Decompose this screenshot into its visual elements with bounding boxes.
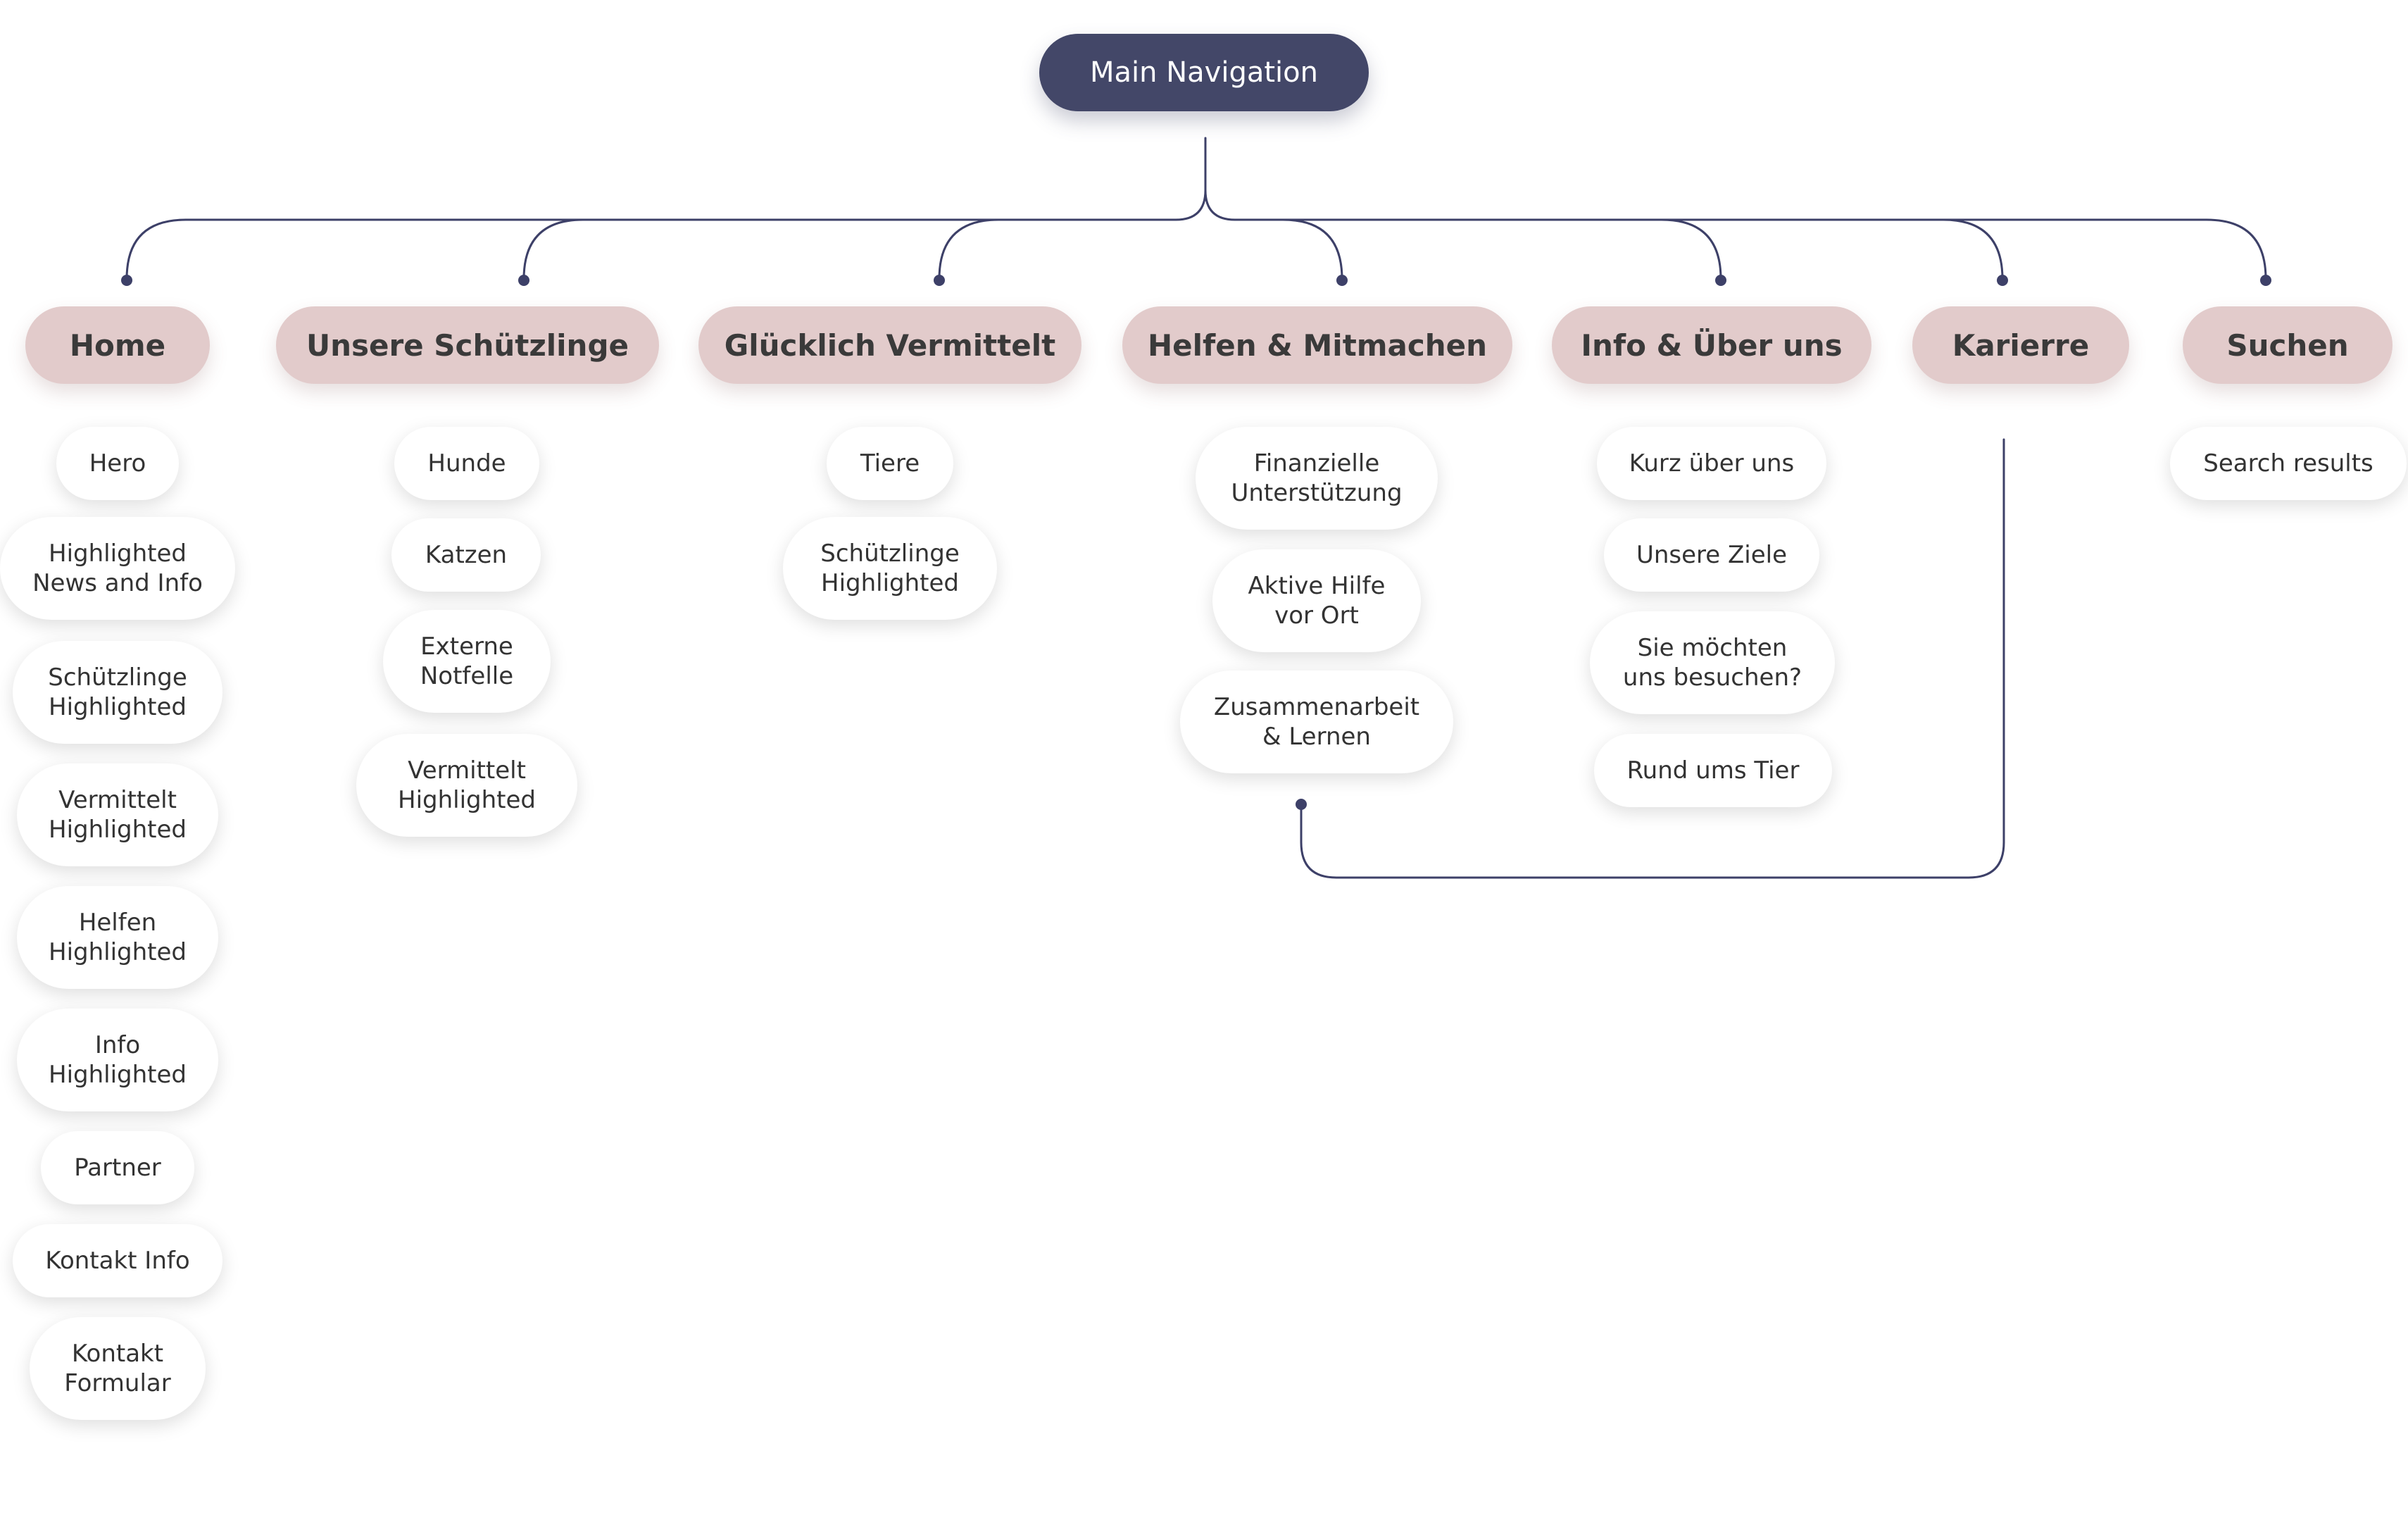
connector-branch-info-ueber-uns [1660,218,1722,282]
sub-item-info-highlighted[interactable]: Info Highlighted [17,1009,218,1111]
sub-item-hunde[interactable]: Hunde [394,427,539,500]
connector-dot-gluecklich-vermittelt [934,275,945,286]
connector-branch-home [125,218,187,282]
connector-dot-home [121,275,132,286]
connector-branch-helfen-mitmachen [1281,218,1343,282]
category-helfen-mitmachen[interactable]: Helfen & Mitmachen [1122,306,1512,384]
sub-item-kontakt-info[interactable]: Kontakt Info [13,1224,222,1297]
connector-dot-info-ueber-uns [1715,275,1726,286]
connector-dot-karierre [1997,275,2008,286]
connector-branch-gluecklich-vermittelt [938,218,1000,282]
sub-item-kontakt-formular[interactable]: Kontakt Formular [30,1317,206,1420]
sub-item-schuetzlinge-highlighted[interactable]: Schützlinge Highlighted [13,641,222,744]
sub-item-vermittelt-highlighted-2[interactable]: Vermittelt Highlighted [356,734,577,837]
sub-item-hero[interactable]: Hero [56,427,179,500]
sub-item-unsere-ziele[interactable]: Unsere Ziele [1604,518,1819,592]
sub-item-sie-moechten-uns-besuchen[interactable]: Sie möchten uns besuchen? [1590,611,1835,714]
sub-item-externe-notfelle[interactable]: Externe Notfelle [383,610,551,713]
category-unsere-schuetzlinge[interactable]: Unsere Schützlinge [276,306,659,384]
connector-branch-suchen [2205,218,2267,282]
sub-item-finanzielle-unterstuetzung[interactable]: Finanzielle Unterstützung [1196,427,1438,530]
connector-stem-left [1174,137,1207,221]
root-node[interactable]: Main Navigation [1039,34,1369,111]
category-info-ueber-uns[interactable]: Info & Über uns [1552,306,1871,384]
connector-branch-unsere-schuetzlinge [522,218,584,282]
connector-dot-unsere-schuetzlinge [518,275,529,286]
category-suchen[interactable]: Suchen [2183,306,2393,384]
sub-item-schuetzlinge-highlighted-2[interactable]: Schützlinge Highlighted [783,517,997,620]
connector-dot-suchen [2260,275,2271,286]
connector-dot-helfen-mitmachen [1336,275,1348,286]
sub-item-kurz-ueber-uns[interactable]: Kurz über uns [1597,427,1826,500]
sub-item-rund-ums-tier[interactable]: Rund ums Tier [1594,734,1832,807]
sub-item-tiere[interactable]: Tiere [827,427,953,500]
sub-item-helfen-highlighted[interactable]: Helfen Highlighted [17,886,218,989]
sub-item-aktive-hilfe-vor-ort[interactable]: Aktive Hilfe vor Ort [1212,549,1421,652]
category-home[interactable]: Home [25,306,210,384]
connector-branch-karierre [1942,218,2004,282]
sub-item-zusammenarbeit-lernen[interactable]: Zusammenarbeit & Lernen [1180,671,1453,773]
sub-item-partner[interactable]: Partner [41,1131,194,1204]
sub-item-katzen[interactable]: Katzen [391,518,541,592]
category-gluecklich-vermittelt[interactable]: Glücklich Vermittelt [698,306,1081,384]
sub-item-vermittelt-highlighted[interactable]: Vermittelt Highlighted [17,763,218,866]
sub-item-highlighted-news-and-info[interactable]: Highlighted News and Info [0,517,235,620]
connector-dot-zusammenarbeit-link [1296,799,1307,810]
category-karierre[interactable]: Karierre [1912,306,2129,384]
connector-stem-right [1204,189,1236,221]
sub-item-search-results[interactable]: Search results [2170,427,2407,500]
